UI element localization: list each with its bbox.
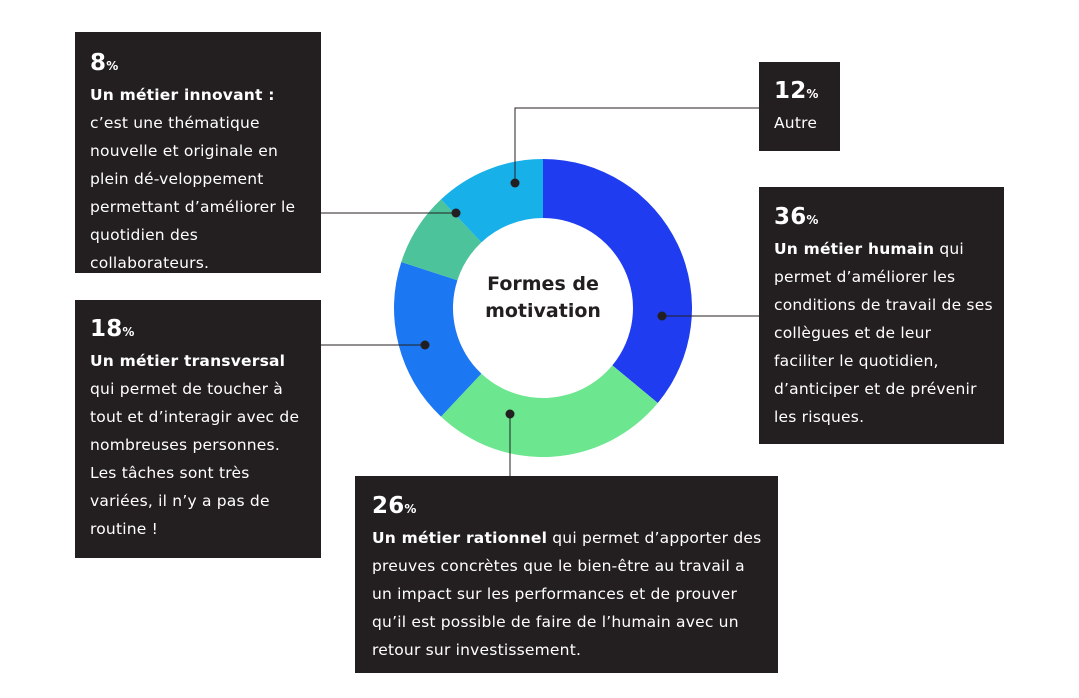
chart-title-line-1: Formes de xyxy=(487,273,599,295)
callout-humain: 36% Un métier humain qui permet d’amélio… xyxy=(759,187,1004,444)
donut-slice-un-m-tier-innovant xyxy=(401,199,482,281)
callout-text-rationnel: qui permet d’apporter des preuves concrè… xyxy=(372,529,762,659)
callout-text-innovant: c’est une thématique nouvelle et origina… xyxy=(90,114,296,272)
donut-slice-un-m-tier-humain xyxy=(543,159,692,403)
chart-title-line-2: motivation xyxy=(485,300,601,322)
slice-marker-autre xyxy=(510,178,520,188)
donut-slice-un-m-tier-transversal xyxy=(393,261,482,417)
callout-rationnel: 26% Un métier rationnel qui permet d’app… xyxy=(355,476,778,673)
slice-marker-innovant xyxy=(451,208,461,218)
callout-text-autre: Autre xyxy=(774,114,818,132)
percent-rationnel: 26% xyxy=(372,493,417,519)
percent-innovant: 8% xyxy=(90,50,119,76)
callout-text-transversal: qui permet de toucher à tout et d’intera… xyxy=(90,380,300,538)
callout-innovant: 8% Un métier innovant : c’est une thémat… xyxy=(75,32,321,273)
callout-autre: 12% Autre xyxy=(759,62,840,151)
slice-marker-transversal xyxy=(420,340,430,350)
slice-marker-humain xyxy=(657,311,667,321)
percent-transversal: 18% xyxy=(90,316,135,342)
callout-transversal: 18% Un métier transversal qui permet de … xyxy=(75,300,321,558)
callout-title-transversal: Un métier transversal xyxy=(90,352,286,370)
percent-autre: 12% xyxy=(774,78,819,104)
percent-humain: 36% xyxy=(774,204,819,230)
chart-title: Formes de motivation xyxy=(463,271,623,325)
callout-title-humain: Un métier humain xyxy=(774,240,935,258)
slice-marker-rationnel xyxy=(505,409,515,419)
callout-title-innovant: Un métier innovant : xyxy=(90,86,275,104)
leader-line-autre xyxy=(514,107,759,183)
donut-slice-un-m-tier-rationnel xyxy=(441,365,658,457)
callout-text-humain: qui permet d’améliorer les conditions de… xyxy=(774,240,993,426)
callout-title-rationnel: Un métier rationnel xyxy=(372,529,548,547)
